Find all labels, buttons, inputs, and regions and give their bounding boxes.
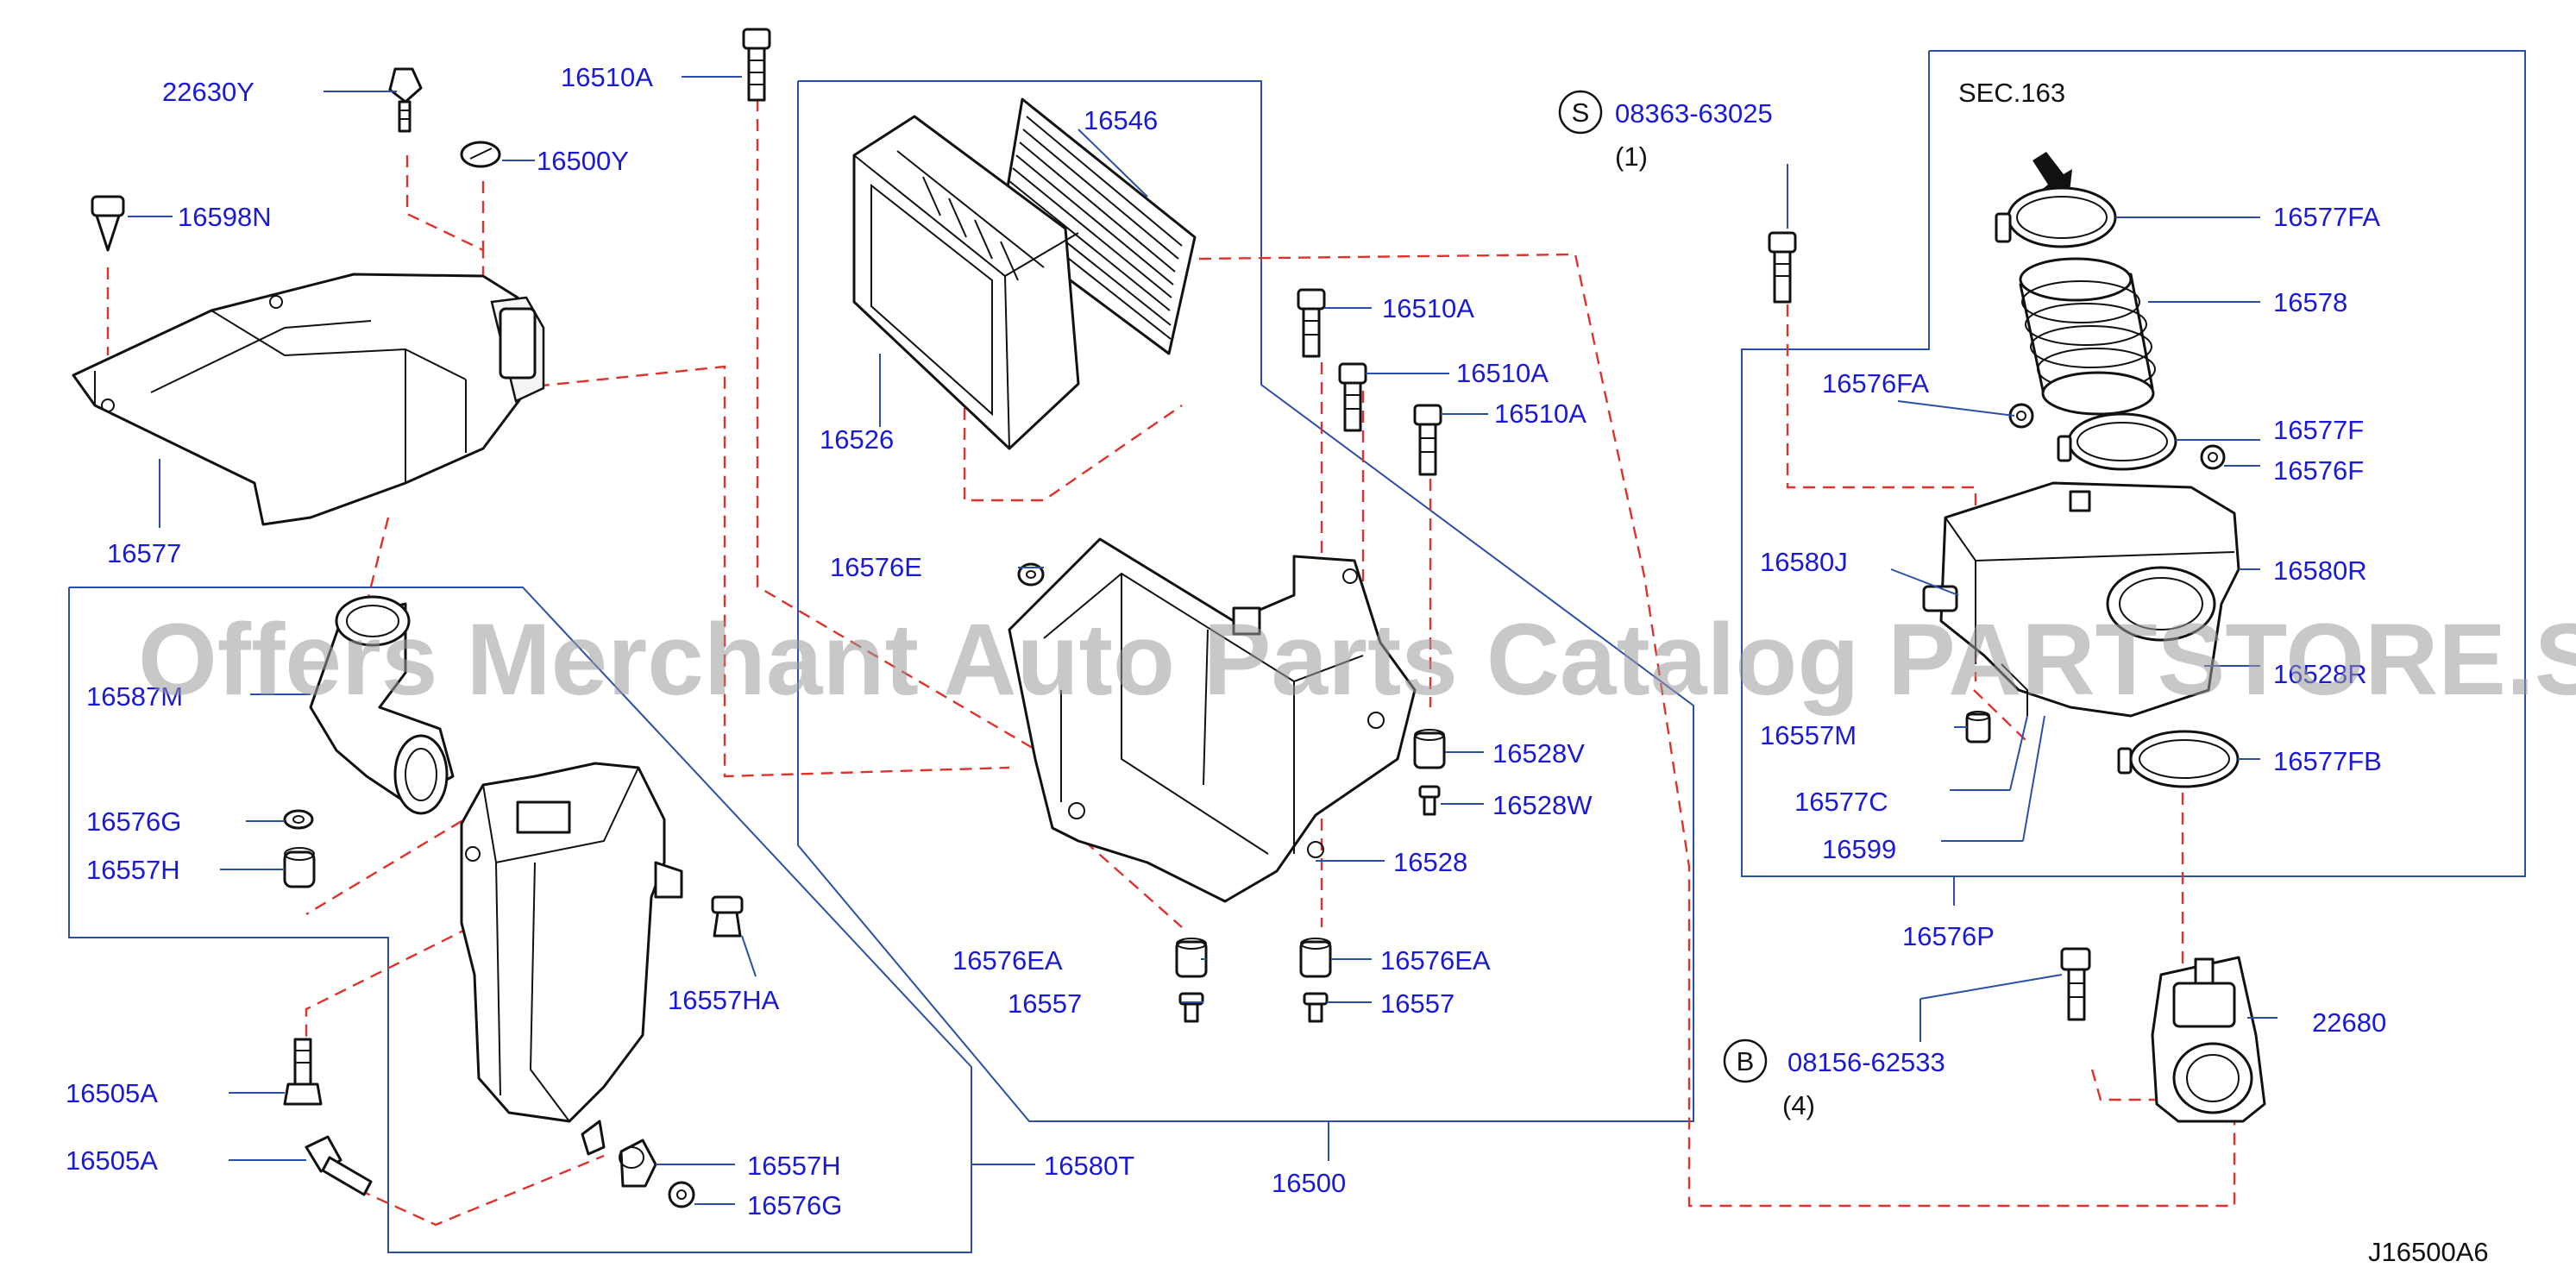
b-symbol-text: B (1737, 1046, 1755, 1076)
label-16510A-1[interactable]: 16510A (1382, 293, 1474, 323)
label-16576EA-a[interactable]: 16576EA (952, 945, 1063, 976)
leader-lines (128, 76, 2278, 1205)
label-22630Y[interactable]: 22630Y (162, 77, 254, 107)
label-16576FA[interactable]: 16576FA (1822, 368, 1929, 398)
part-16510A-bolt-top[interactable] (742, 28, 771, 102)
part-22630Y-sensor[interactable] (388, 67, 423, 133)
label-16505A-b[interactable]: 16505A (66, 1145, 158, 1176)
part-16576EA-mount-a[interactable] (1175, 938, 1208, 978)
part-16580R-upper-case[interactable] (1922, 481, 2240, 718)
part-16528V-mount[interactable] (1413, 729, 1446, 769)
part-16510A-bolt-3[interactable] (1413, 404, 1442, 476)
label-16578[interactable]: 16578 (2273, 287, 2347, 317)
label-sec-163[interactable]: SEC.163 (1958, 78, 2065, 108)
part-22680-airflow-sensor[interactable] (2151, 956, 2266, 1123)
label-16546[interactable]: 16546 (1084, 105, 1158, 135)
label-16580J[interactable]: 16580J (1760, 547, 1848, 577)
part-16557H-mount-a[interactable] (283, 847, 316, 888)
label-16557-a[interactable]: 16557 (1008, 988, 1082, 1019)
label-16577F[interactable]: 16577F (2273, 415, 2364, 445)
label-16505A-a[interactable]: 16505A (66, 1078, 158, 1108)
part-16557-grommet-a[interactable] (1178, 992, 1204, 1023)
diagram-code: J16500A6 (2368, 1237, 2489, 1267)
part-16528W-grommet[interactable] (1418, 785, 1441, 816)
part-16510A-bolt-1[interactable] (1297, 288, 1326, 358)
part-16576F-grommet[interactable] (2200, 444, 2226, 470)
part-16576EA-mount-b[interactable] (1299, 938, 1332, 978)
label-16526[interactable]: 16526 (820, 424, 894, 455)
label-08156-62533-qty: (4) (1782, 1090, 1815, 1120)
label-16577FA[interactable]: 16577FA (2273, 202, 2380, 232)
label-16576EA-b[interactable]: 16576EA (1380, 945, 1491, 976)
part-16576G-grommet-a[interactable] (283, 809, 314, 830)
label-16557H-a[interactable]: 16557H (86, 855, 180, 885)
label-16576G-a[interactable]: 16576G (86, 806, 181, 837)
part-08156-62533-bolt[interactable] (2060, 947, 2091, 1021)
part-16526-cover[interactable] (852, 115, 1080, 450)
part-16500Y-clip[interactable] (460, 141, 501, 168)
label-16510A-top[interactable]: 16510A (561, 62, 653, 92)
label-16580T[interactable]: 16580T (1044, 1151, 1134, 1181)
part-16577-air-duct[interactable] (72, 273, 545, 526)
frame-16580T (68, 587, 972, 1253)
part-16576E-grommet[interactable] (1017, 562, 1045, 587)
label-16557-b[interactable]: 16557 (1380, 988, 1454, 1019)
label-16577[interactable]: 16577 (107, 538, 181, 568)
part-16577F-clamp[interactable] (2057, 412, 2177, 471)
label-16580R[interactable]: 16580R (2273, 555, 2367, 586)
part-16557-grommet-b[interactable] (1303, 992, 1329, 1023)
label-16528W[interactable]: 16528W (1492, 790, 1593, 820)
part-08363-63025-screw[interactable] (1768, 231, 1797, 304)
s-symbol-text: S (1572, 97, 1590, 128)
label-16599[interactable]: 16599 (1822, 834, 1896, 864)
part-16557HA-pin[interactable] (711, 895, 744, 938)
part-16580T-resonator[interactable] (460, 762, 683, 1156)
part-16505A-bolt-a[interactable] (283, 1038, 323, 1106)
label-16576E[interactable]: 16576E (830, 552, 922, 582)
part-16587M-elbow[interactable] (309, 595, 455, 815)
part-labels: 22630Y 16510A 16500Y 16598N 16577 16546 … (66, 62, 2489, 1267)
label-16576P[interactable]: 16576P (1902, 921, 1995, 951)
watermark: Offers Merchant Auto Parts Catalog PARTS… (138, 603, 2576, 717)
part-16577FB-clamp[interactable] (2117, 730, 2240, 788)
label-16528[interactable]: 16528 (1393, 847, 1467, 877)
label-16500Y[interactable]: 16500Y (537, 146, 629, 176)
label-16557M[interactable]: 16557M (1760, 720, 1857, 750)
label-16557HA[interactable]: 16557HA (668, 985, 780, 1015)
part-16528-lower-case[interactable] (1008, 537, 1417, 903)
label-08156-62533[interactable]: 08156-62533 (1787, 1047, 1945, 1077)
part-16578-bellows[interactable] (2019, 257, 2156, 416)
label-16577FB[interactable]: 16577FB (2273, 746, 2382, 776)
part-16510A-bolt-2[interactable] (1338, 362, 1367, 432)
b-fastener-symbol: B (1723, 1038, 1768, 1083)
part-16598N-clip[interactable] (91, 195, 125, 252)
label-16500[interactable]: 16500 (1272, 1168, 1346, 1198)
label-16510A-2[interactable]: 16510A (1456, 358, 1549, 388)
label-22680[interactable]: 22680 (2312, 1007, 2386, 1038)
label-16577C[interactable]: 16577C (1794, 787, 1888, 817)
group-frames (68, 50, 2526, 1253)
label-16587M[interactable]: 16587M (86, 681, 183, 712)
label-08363-63025[interactable]: 08363-63025 (1615, 98, 1773, 129)
part-16557H-mount-b[interactable] (619, 1139, 657, 1188)
label-16510A-3[interactable]: 16510A (1494, 398, 1586, 429)
label-08363-63025-qty: (1) (1615, 141, 1648, 172)
part-16576G-grommet-b[interactable] (668, 1181, 695, 1208)
label-16576G-b[interactable]: 16576G (747, 1190, 842, 1220)
label-16598N[interactable]: 16598N (178, 202, 272, 232)
label-16557H-b[interactable]: 16557H (747, 1151, 841, 1181)
frame-16576P (1741, 50, 2526, 877)
frame-16500 (797, 80, 1694, 1122)
part-16505A-bolt-b[interactable] (305, 1135, 373, 1196)
s-fastener-symbol: S (1558, 90, 1603, 135)
label-16528V[interactable]: 16528V (1492, 738, 1585, 769)
label-16528R[interactable]: 16528R (2273, 659, 2367, 689)
label-16576F[interactable]: 16576F (2273, 455, 2364, 486)
part-16577FA-clamp[interactable] (1995, 186, 2117, 248)
